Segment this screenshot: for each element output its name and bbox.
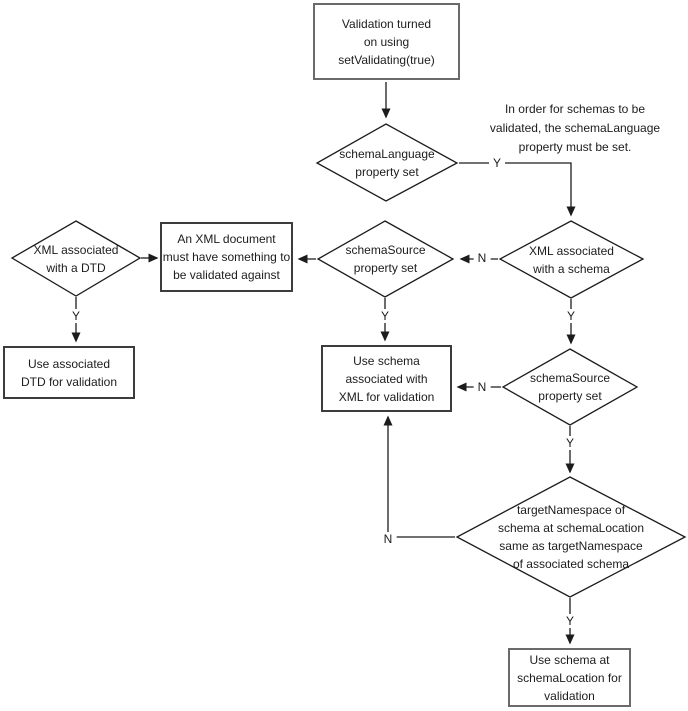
process-use-schema-location-label: Use schema at schemaLocation for validat… bbox=[517, 652, 622, 703]
edge-label-schema-source-mid-yes: Y bbox=[376, 309, 394, 323]
decision-shape-target-namespace bbox=[455, 476, 687, 598]
process-validation-on-label: Validation turned on using setValidating… bbox=[338, 16, 435, 67]
edge-label-schema-source-right-yes: Y bbox=[561, 436, 579, 450]
decision-shape-xml-assoc-schema bbox=[498, 220, 645, 299]
process-must-have-something: An XML document must have something to b… bbox=[160, 222, 293, 292]
process-use-associated-schema-label: Use schema associated with XML for valid… bbox=[338, 353, 435, 404]
process-use-dtd: Use associated DTD for validation bbox=[3, 346, 135, 399]
edge-schema-language-yes bbox=[459, 162, 576, 217]
edge-label-xml-assoc-dtd-yes: Y bbox=[67, 309, 85, 323]
edge-label-schema-source-right-no: N bbox=[473, 380, 491, 394]
decision-shape-schema-source-right bbox=[501, 348, 639, 426]
annotation-note: In order for schemas to be validated, th… bbox=[489, 102, 661, 154]
edge-label-xml-assoc-schema-no: N bbox=[473, 251, 491, 265]
process-use-schema-location: Use schema at schemaLocation for validat… bbox=[508, 648, 631, 707]
process-validation-on: Validation turned on using setValidating… bbox=[313, 3, 460, 80]
process-use-associated-schema: Use schema associated with XML for valid… bbox=[321, 345, 452, 412]
decision-shape-schema-language bbox=[315, 123, 459, 202]
edge-label-xml-assoc-schema-yes: Y bbox=[562, 309, 580, 323]
decision-shape-xml-assoc-dtd bbox=[10, 220, 142, 297]
process-must-have-something-label: An XML document must have something to b… bbox=[162, 232, 291, 282]
edge-label-target-namespace-no: N bbox=[379, 532, 397, 546]
edge-label-target-namespace-yes: Y bbox=[561, 614, 579, 628]
decision-shape-schema-source-mid bbox=[316, 220, 455, 298]
process-use-dtd-label: Use associated DTD for validation bbox=[20, 356, 118, 389]
edge-target-namespace-no bbox=[383, 415, 455, 538]
edge-label-schema-language-yes: Y bbox=[488, 156, 506, 170]
